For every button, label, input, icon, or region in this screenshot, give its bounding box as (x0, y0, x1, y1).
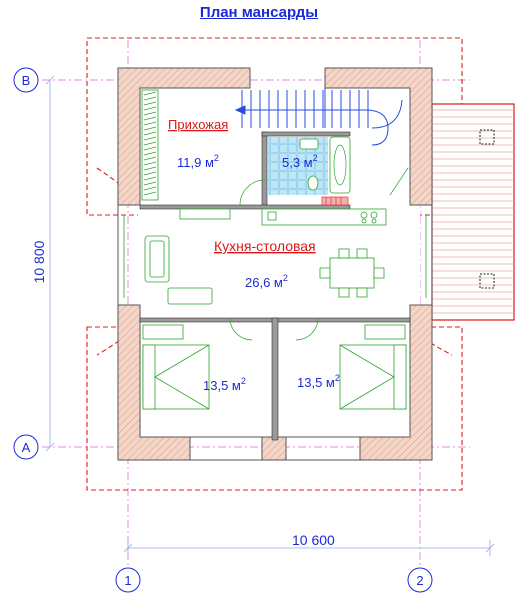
wardrobe-hanger (143, 181, 157, 186)
wardrobe-bedroom-left (142, 324, 184, 340)
area-kitchen: 26,6 м2 (245, 273, 288, 290)
area-bathroom: 5,3 м2 (282, 153, 318, 170)
toilet-icon (307, 175, 319, 191)
kitchen-furniture (144, 208, 387, 305)
dimension-width: 10 600 (292, 532, 335, 548)
bathroom (268, 136, 351, 195)
stove-burner-icon (371, 218, 377, 224)
dimension-lines (45, 75, 495, 556)
wardrobe-hanger (143, 131, 157, 136)
axis-label-a: A (22, 440, 31, 455)
area-hallway: 11,9 м2 (177, 153, 219, 170)
axis-bubble-b (13, 67, 39, 93)
kitchen-counter (261, 208, 387, 226)
partition-hall-bottom (139, 204, 351, 210)
bathtub (329, 136, 351, 194)
partition-bath-left (261, 131, 268, 206)
bed-right-pillow (393, 344, 407, 410)
vent-strip (321, 196, 349, 206)
door-balcony (389, 167, 409, 196)
partition-bath-top (261, 131, 351, 137)
balcony-boards (432, 109, 514, 314)
wardrobe-hanger (143, 91, 157, 96)
beds (142, 324, 407, 410)
axis-label-b: B (22, 73, 31, 88)
wardrobe-hanger (143, 121, 157, 126)
wardrobe-hanger (143, 176, 157, 181)
wall-lines (117, 205, 433, 461)
area-bedroom-left: 13,5 м2 (203, 376, 246, 393)
sink-icon (299, 138, 319, 150)
door-hall (239, 179, 266, 206)
axis-bubbles: B A 1 2 (13, 67, 433, 593)
partition-bedrooms-middle (271, 317, 279, 441)
wardrobe-hanger (143, 106, 157, 111)
stove-burner-icon (370, 211, 378, 219)
walls (117, 67, 433, 461)
balcony (431, 103, 515, 321)
dining-chair-icon (338, 248, 350, 259)
stair-winder (371, 99, 403, 129)
wardrobe-hangers (143, 91, 157, 196)
wardrobe-hanger (143, 101, 157, 106)
area-bedroom-right: 13,5 м2 (297, 373, 340, 390)
wardrobe (141, 89, 159, 201)
wardrobe-hanger (143, 126, 157, 131)
wall-bottom-center (261, 436, 287, 461)
wardrobe-hanger (143, 156, 157, 161)
stair-arrow-head (234, 105, 246, 115)
dining-chair-icon (338, 287, 350, 298)
dimension-height: 10 800 (31, 240, 47, 283)
tv-cabinet (179, 208, 231, 220)
doors (229, 167, 409, 341)
axis-bubble-1 (115, 567, 141, 593)
room-name-hallway: Прихожая (168, 117, 228, 132)
wardrobe-bedroom-right (364, 324, 406, 340)
wardrobe-hanger (143, 111, 157, 116)
stove-burner-icon (361, 218, 367, 224)
dining-chair-icon (356, 248, 368, 259)
partitions (139, 131, 411, 441)
dining-table (329, 257, 375, 289)
room-labels: Прихожая Кухня-столовая 11,9 м2 5,3 м2 2… (168, 117, 340, 393)
axis-bubble-2 (407, 567, 433, 593)
door-bedroom-right (295, 317, 319, 341)
bathtub-inner (333, 144, 347, 186)
dining-chair-icon (319, 267, 331, 279)
stove-burner-icon (360, 211, 368, 219)
wardrobe-hanger (143, 136, 157, 141)
wardrobe-hanger (143, 151, 157, 156)
wardrobe-box (141, 89, 159, 201)
dining-chair-icon (356, 287, 368, 298)
wardrobe-hanger (143, 171, 157, 176)
balcony-outline (431, 103, 515, 321)
wardrobe-hanger (143, 191, 157, 196)
wardrobe-hanger (143, 161, 157, 166)
bed-left-pillow (142, 344, 156, 410)
balcony-post-top (479, 129, 495, 145)
plan-title: План мансарды (199, 4, 319, 21)
wardrobe-hanger (143, 186, 157, 191)
wardrobe-hanger (143, 146, 157, 151)
armchair-icon (167, 287, 213, 305)
axis-label-1: 1 (124, 573, 131, 588)
sofa-seat (149, 240, 165, 278)
wardrobe-hanger (143, 141, 157, 146)
kitchen-sink-icon (267, 211, 277, 221)
wardrobe-hanger (143, 166, 157, 171)
room-name-kitchen: Кухня-столовая (214, 238, 316, 254)
axis-bubble-a (13, 434, 39, 460)
dining-chair-icon (373, 267, 385, 279)
balcony-post-bottom (479, 273, 495, 289)
wardrobe-hanger (143, 96, 157, 101)
staircase (234, 88, 403, 146)
stair-arrow-path (236, 109, 389, 146)
axis-label-2: 2 (416, 573, 423, 588)
wardrobe-hanger (143, 116, 157, 121)
door-bedroom-left (229, 317, 253, 341)
